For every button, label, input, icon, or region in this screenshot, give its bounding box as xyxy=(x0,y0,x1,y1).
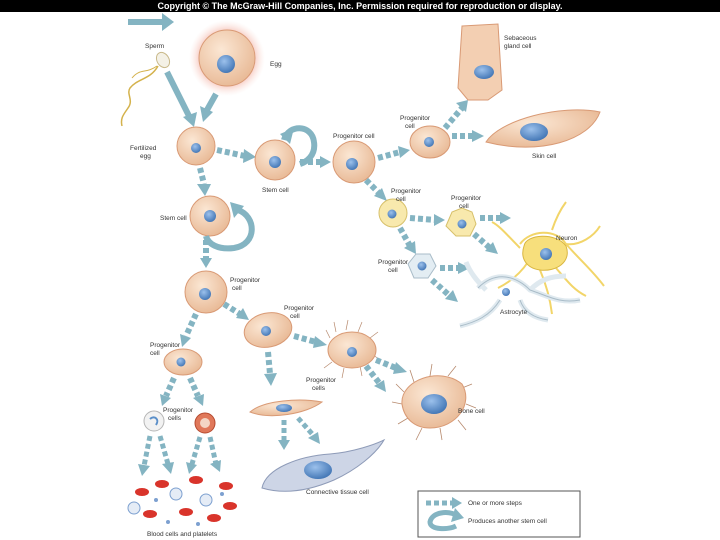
bone-progenitor-cell xyxy=(323,319,381,379)
progenitor-blood-label-2: cell xyxy=(150,350,160,357)
connective-tissue-label: Connective tissue cell xyxy=(306,489,369,496)
fertilized-egg-label-1: Fertilized xyxy=(130,145,157,152)
skin-cell-label: Skin cell xyxy=(532,153,557,160)
egg-label: Egg xyxy=(270,61,282,68)
astrocyte-label: Astrocyte xyxy=(500,309,527,316)
progenitor-glial-label-1: Progenitor xyxy=(378,259,409,266)
bone-cell xyxy=(391,363,477,441)
progenitor-mid-label-1: Progenitor xyxy=(230,277,261,284)
progenitor-neural-label-2: cell xyxy=(396,196,406,203)
progenitor-top-label-1: Progenitor xyxy=(400,115,431,122)
progenitor-cells-label-1: Progenitor xyxy=(163,407,194,414)
progenitor-neural-label-1: Progenitor xyxy=(391,188,422,195)
progenitor-top-label-2: cell xyxy=(405,123,415,130)
sebaceous-gland-cell xyxy=(457,23,503,101)
progenitor-glial-label-2: cell xyxy=(388,267,398,274)
blood-cells-and-platelets xyxy=(127,476,237,526)
progenitor-cells-ct-label-1: Progenitor xyxy=(306,377,337,384)
progenitor-cell-ct xyxy=(243,312,293,348)
progenitor-main-label: Progenitor cell xyxy=(333,133,375,140)
stem-cell-2 xyxy=(189,195,231,237)
sperm-label: Sperm xyxy=(145,43,164,50)
fertilized-egg-label-2: egg xyxy=(140,153,151,160)
progenitor-cell-glial xyxy=(407,253,437,279)
neuron xyxy=(491,201,605,315)
progenitor-ct-label-1: Progenitor xyxy=(284,305,315,312)
progenitor-cell-neural xyxy=(378,198,408,228)
fertilized-egg xyxy=(176,126,216,166)
progenitor-cell-blood xyxy=(163,348,203,376)
progenitor-cells-blood xyxy=(143,410,216,434)
progenitor-neuron-label-1: Progenitor xyxy=(451,195,482,202)
progenitor-mid-label-2: cell xyxy=(232,285,242,292)
blood-cells-label: Blood cells and platelets xyxy=(147,531,218,538)
egg xyxy=(189,20,265,96)
top-arrow xyxy=(128,13,174,31)
progenitor-neuron-label-2: cell xyxy=(459,203,469,210)
progenitor-cell-neuron xyxy=(445,207,477,237)
legend-steps: One or more steps xyxy=(468,500,523,507)
stem-cell-1 xyxy=(254,139,296,181)
stem-cell-1-label: Stem cell xyxy=(262,187,289,194)
neuron-label: Neuron xyxy=(556,235,578,242)
progenitor-cell-main xyxy=(332,140,376,184)
progenitor-cells-ct xyxy=(249,399,324,417)
connective-tissue-cell xyxy=(261,438,386,492)
stem-cell-2-label: Stem cell xyxy=(160,215,187,222)
progenitor-blood-label-1: Progenitor xyxy=(150,342,181,349)
legend-stem: Produces another stem cell xyxy=(468,518,547,525)
progenitor-cell-mid xyxy=(184,270,228,314)
copyright-header: Copyright © The McGraw-Hill Companies, I… xyxy=(0,0,720,12)
legend xyxy=(417,490,581,538)
progenitor-cells-ct-label-2: cells xyxy=(312,385,326,392)
progenitor-cell-top xyxy=(409,125,451,159)
astrocyte xyxy=(459,261,581,329)
skin-cell xyxy=(485,109,601,148)
progenitor-ct-label-2: cell xyxy=(290,313,300,320)
sebaceous-label-2: gland cell xyxy=(504,43,532,50)
progenitor-cells-label-2: cells xyxy=(168,415,182,422)
bone-cell-label: Bone cell xyxy=(458,408,485,415)
sperm xyxy=(120,51,171,127)
sebaceous-label-1: Sebaceous xyxy=(504,35,537,42)
